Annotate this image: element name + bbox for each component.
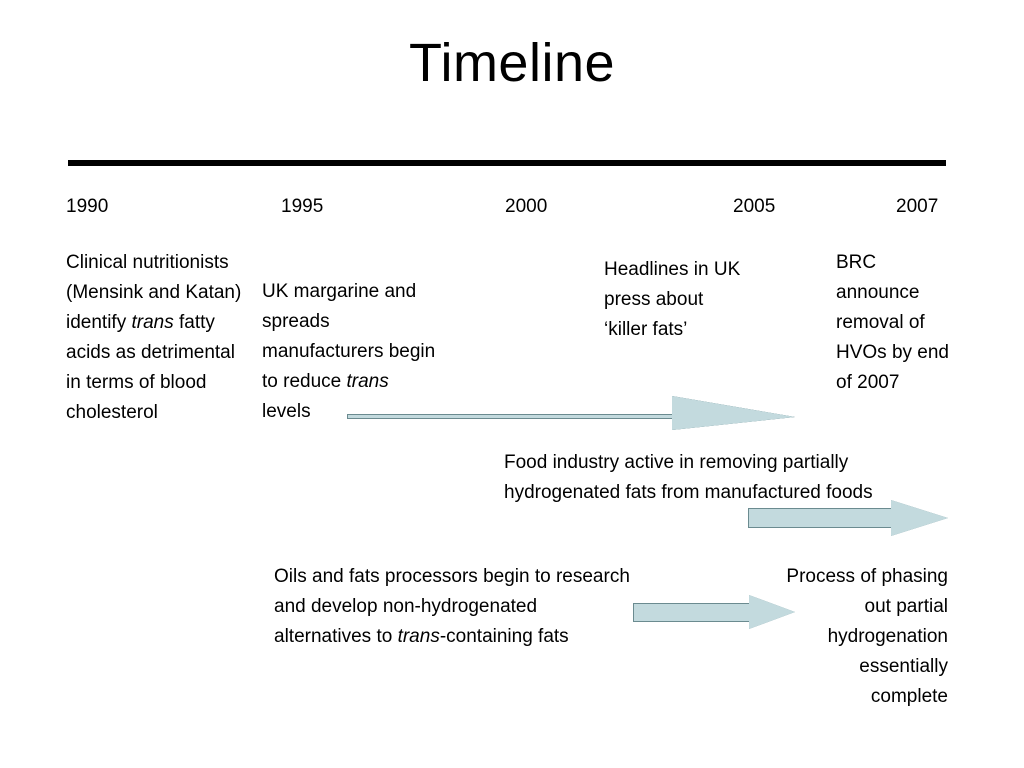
event-text-clinical-nutritionists: Clinical nutritionists (Mensink and Kata… (66, 248, 251, 428)
uk-margarine-part2: levels (262, 371, 395, 423)
clinical-text-italic: trans (131, 312, 174, 334)
event-text-brc: BRC announce removal of HVOs by end of 2… (836, 252, 955, 394)
oils-fats-part2: -containing fats (439, 626, 569, 648)
year-label-1995: 1995 (281, 196, 324, 217)
oils-fats-arrow-icon (633, 595, 795, 629)
trans-reduction-arrow-icon (347, 396, 795, 430)
clinical-text-part2: fatty acids as detrimental in terms of b… (66, 312, 241, 424)
uk-margarine-part1: UK margarine and spreads manufacturers b… (262, 281, 441, 393)
arrow-shaft (748, 508, 893, 528)
oils-fats-italic: trans (397, 626, 440, 648)
event-text-oils-fats: Oils and fats processors begin to resear… (274, 562, 634, 652)
year-label-2000: 2000 (505, 196, 548, 217)
oils-fats-part1: Oils and fats processors begin to resear… (274, 566, 636, 648)
arrow-shaft (347, 414, 677, 419)
event-text-food-industry: Food industry active in removing partial… (504, 452, 873, 504)
timeline-rule (68, 160, 946, 166)
year-label-2005: 2005 (733, 196, 776, 217)
uk-margarine-italic: trans (346, 371, 389, 393)
year-label-1990: 1990 (66, 196, 109, 217)
arrow-head (891, 500, 948, 536)
event-text-uk-margarine: UK margarine and spreads manufacturers b… (262, 277, 442, 427)
arrow-head (672, 396, 795, 430)
arrow-head (749, 595, 795, 629)
page-title: Timeline (408, 33, 616, 93)
food-industry-arrow-icon (748, 500, 948, 536)
clinical-text-part1: Clinical nutritionists (Mensink and Kata… (66, 252, 247, 334)
arrow-shaft (633, 603, 751, 622)
event-text-headlines: Headlines in UK press about ‘killer fats… (604, 259, 746, 341)
year-label-2007: 2007 (896, 196, 939, 217)
event-text-process-complete: Process of phasing out partial hydrogena… (786, 566, 954, 708)
